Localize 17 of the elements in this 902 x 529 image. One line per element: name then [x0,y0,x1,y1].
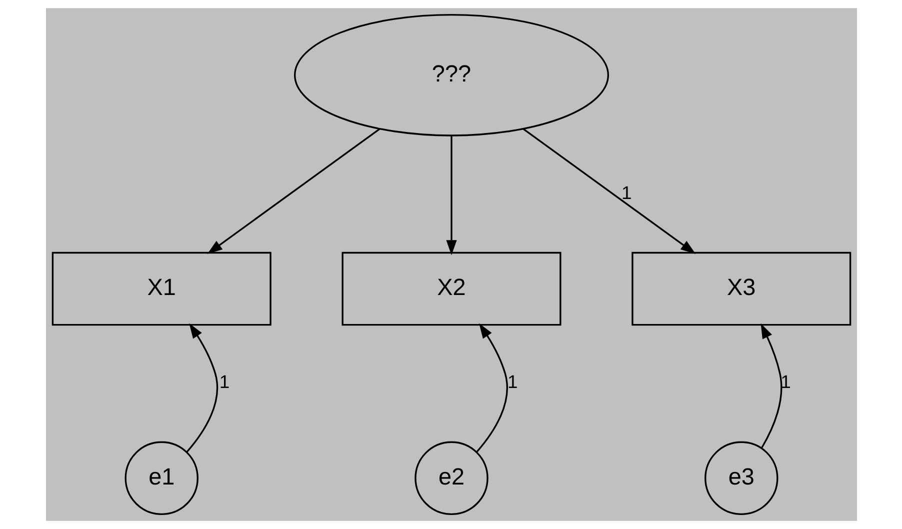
node-circle: e3 [704,441,778,515]
node-box: X2 [341,252,561,326]
edge-label: 1 [507,371,518,392]
edge-label: 1 [218,371,230,392]
arrow [475,323,508,453]
node-circle: e1 [124,441,198,515]
node-box: X3 [631,252,851,326]
arrow [186,323,218,453]
node-box: X1 [51,252,271,326]
edge-label: 1 [780,371,790,392]
node-circle: e2 [414,441,488,515]
node-ellipse: ??? [294,14,608,136]
edge-label: 1 [620,182,632,203]
arrow [446,136,456,256]
arrow [206,128,380,254]
arrow [522,128,696,254]
arrow [760,323,782,449]
